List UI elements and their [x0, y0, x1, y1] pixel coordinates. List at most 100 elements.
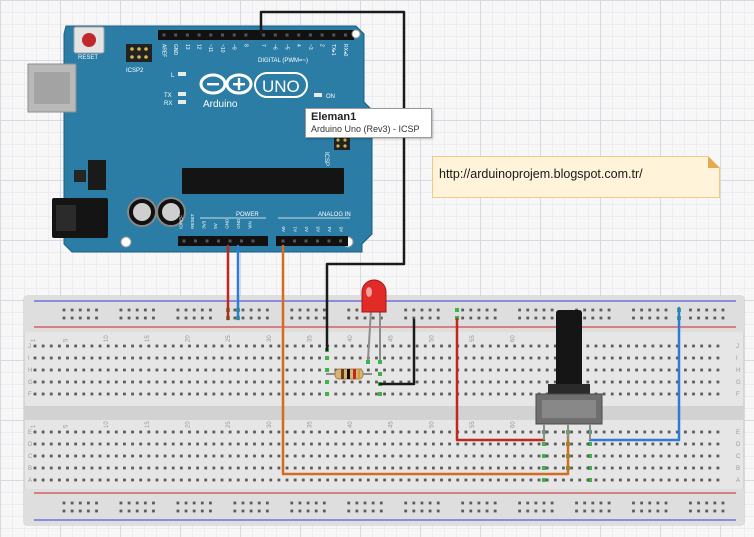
hole [114, 368, 118, 372]
hole [163, 454, 167, 458]
hole [618, 344, 622, 348]
black-wire-led-to-rail[interactable] [378, 318, 416, 386]
column-number: 10 [104, 421, 110, 428]
hole [98, 430, 102, 434]
hole [269, 356, 273, 360]
hole [269, 380, 273, 384]
hole [244, 392, 248, 396]
hole [265, 501, 269, 505]
column-number: 45 [389, 335, 395, 342]
hole [147, 430, 151, 434]
hole [675, 344, 679, 348]
capacitors [127, 197, 186, 227]
hole [618, 466, 622, 470]
hole [196, 454, 199, 458]
red-led[interactable] [361, 279, 387, 361]
hole [314, 316, 318, 320]
hole [82, 454, 86, 458]
wires[interactable] [226, 10, 681, 476]
hole [277, 478, 281, 482]
hole [562, 442, 565, 446]
hole [98, 454, 102, 458]
hole [545, 356, 549, 360]
hole [610, 442, 614, 446]
hole [49, 392, 53, 396]
hole [253, 430, 256, 434]
hole [285, 368, 289, 372]
hole [675, 478, 679, 482]
potentiometer-shaft[interactable] [556, 310, 582, 390]
hole [66, 356, 69, 360]
hole [602, 430, 606, 434]
hole [404, 308, 408, 312]
header-pin [308, 33, 312, 37]
hole [171, 368, 175, 372]
hole [318, 392, 321, 396]
header-pin [221, 33, 224, 37]
hole [643, 356, 647, 360]
hole [423, 466, 427, 470]
hole [391, 344, 395, 348]
hole [553, 430, 557, 434]
reset-button-cap[interactable] [82, 33, 96, 47]
hole [399, 344, 403, 348]
hole [176, 501, 180, 505]
hole [480, 442, 484, 446]
icsp2-header [126, 44, 152, 62]
hole [131, 430, 134, 434]
hole [684, 368, 687, 372]
hole [33, 344, 37, 348]
hole [41, 466, 45, 470]
hole [236, 430, 240, 434]
header-pin [304, 239, 308, 243]
uno-logo-text: UNO [262, 77, 300, 96]
hole [618, 392, 622, 396]
hole [220, 478, 224, 482]
hole [358, 442, 362, 446]
hole [420, 308, 424, 312]
hole [586, 380, 590, 384]
hole [310, 466, 313, 470]
hole [553, 356, 557, 360]
hole [253, 478, 256, 482]
hole [497, 380, 500, 384]
hole [716, 392, 720, 396]
component-tooltip: Eleman1 Arduino Uno (Rev3) - ICSP [305, 108, 432, 138]
blue-wire-rail-to-potentiometer[interactable] [588, 306, 681, 442]
digital-pin-label: ~9 [231, 44, 237, 50]
hole [472, 392, 476, 396]
hole [253, 368, 256, 372]
hole [521, 392, 525, 396]
header-pin [344, 33, 347, 37]
row-letter: G [736, 380, 741, 386]
potentiometer[interactable] [535, 310, 603, 440]
hole [692, 380, 695, 384]
hole [253, 344, 256, 348]
hole [220, 380, 224, 384]
note-box[interactable]: http://arduinoprojem.blogspot.com.tr/ [432, 156, 720, 198]
hole [228, 356, 232, 360]
hole [700, 454, 704, 458]
hole [363, 316, 367, 320]
hole [391, 356, 395, 360]
row-letter: E [736, 430, 740, 436]
orange-wire-a0-to-potentiometer[interactable] [281, 244, 570, 476]
hole [342, 478, 346, 482]
hole [236, 478, 240, 482]
resistor[interactable] [326, 368, 372, 380]
hole [461, 509, 465, 513]
hole [407, 392, 411, 396]
hole [412, 308, 416, 312]
header-pin [209, 33, 213, 37]
red-wire-rail-to-potentiometer[interactable] [455, 317, 546, 442]
column-number: 1 [31, 338, 37, 342]
hole [692, 368, 695, 372]
hole [347, 308, 351, 312]
black-wire-pin7-to-resistor[interactable] [259, 10, 406, 352]
hole [163, 442, 167, 446]
hole [131, 478, 134, 482]
hole [423, 356, 427, 360]
